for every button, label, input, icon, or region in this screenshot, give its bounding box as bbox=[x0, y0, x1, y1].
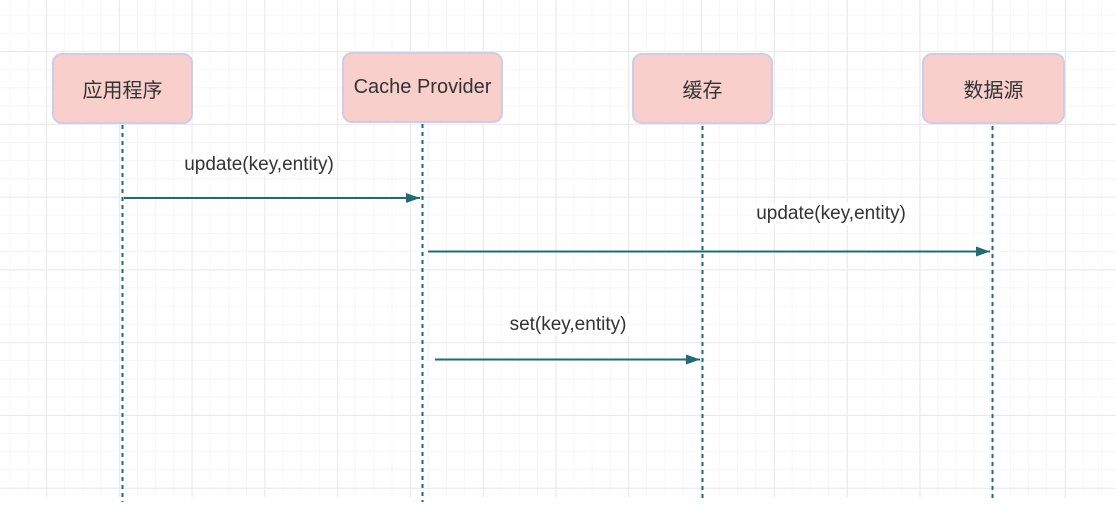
actor-data-source: 数据源 bbox=[922, 53, 1065, 124]
actor-cache-label: 缓存 bbox=[682, 80, 723, 102]
actor-data-source-label: 数据源 bbox=[963, 80, 1024, 102]
actor-cache: 缓存 bbox=[632, 53, 773, 124]
actor-application-label: 应用程序 bbox=[82, 80, 163, 102]
actor-cache-provider: Cache Provider bbox=[342, 52, 503, 123]
actor-application: 应用程序 bbox=[52, 53, 193, 124]
message-label-set-provider-to-cache: set(key,entity) bbox=[506, 314, 630, 336]
actor-cache-provider-label: Cache Provider bbox=[353, 76, 492, 98]
message-label-update-provider-to-datasource: update(key,entity) bbox=[753, 203, 909, 225]
message-label-update-app-to-provider: update(key,entity) bbox=[181, 154, 337, 176]
